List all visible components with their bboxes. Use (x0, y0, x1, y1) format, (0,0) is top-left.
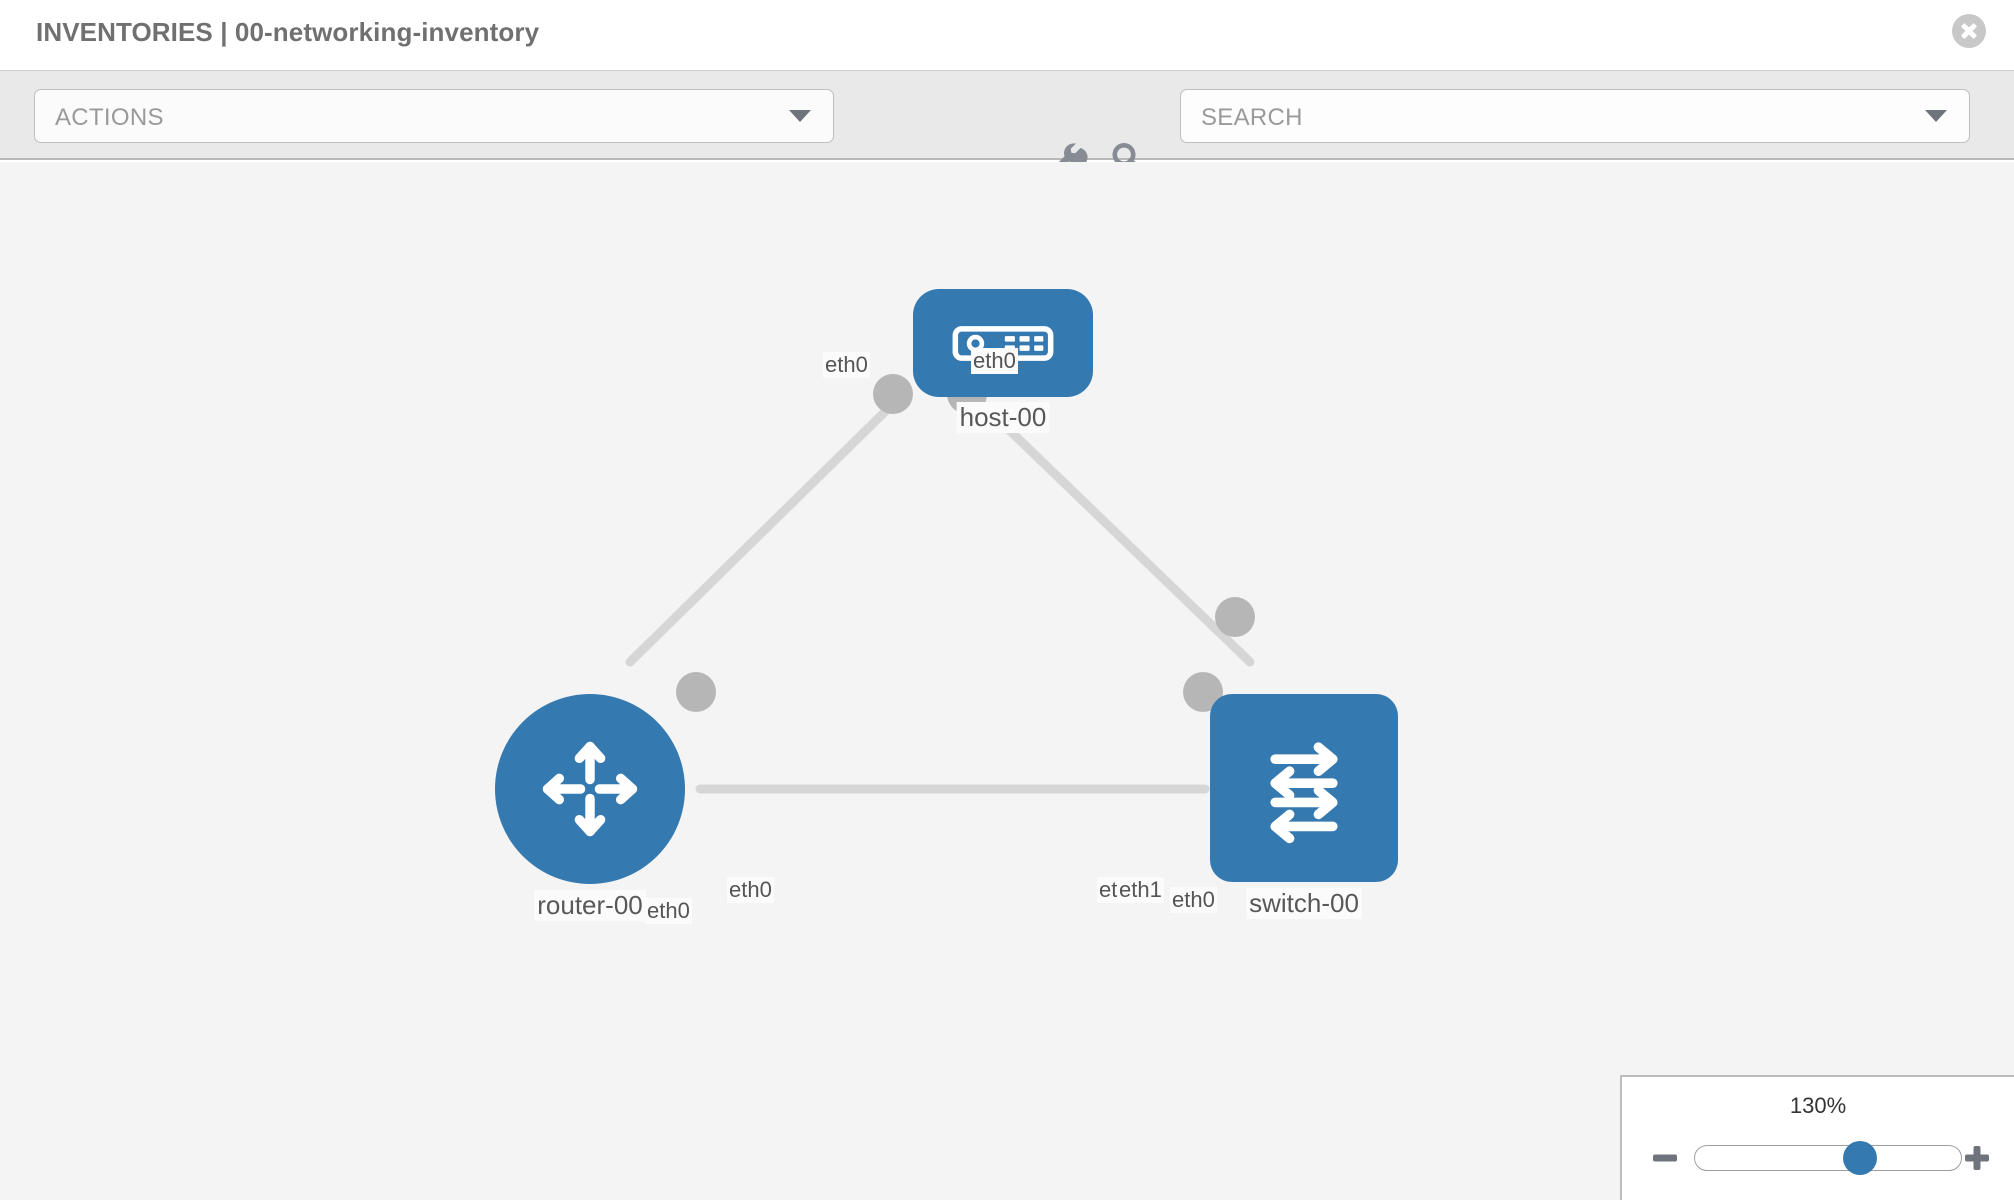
topology-canvas[interactable]: host-00 router-00 (0, 162, 2014, 1200)
topology-node-host-00[interactable]: host-00 (913, 289, 1093, 433)
port-switch-top[interactable] (1215, 597, 1255, 637)
zoom-out-button[interactable] (1650, 1143, 1680, 1173)
toolbar: ACTIONS SEARCH (0, 70, 2014, 176)
topology-node-label-router-00: router-00 (534, 890, 646, 921)
zoom-slider[interactable] (1694, 1141, 1962, 1175)
link-host-router (625, 392, 905, 667)
search-input[interactable]: SEARCH (1180, 89, 1970, 143)
link-label-switch-mid: eth1 (1117, 877, 1164, 903)
search-input-placeholder: SEARCH (1201, 104, 1303, 131)
topology-node-label-host-00: host-00 (956, 402, 1050, 433)
plus-icon (1973, 1146, 1981, 1170)
link-label-host-left: eth0 (823, 352, 870, 378)
switch-arrows-icon (1210, 694, 1398, 882)
topology-node-router-00[interactable]: router-00 (495, 694, 685, 921)
router-arrows-icon (495, 694, 685, 884)
zoom-in-button[interactable] (1962, 1143, 1992, 1173)
actions-dropdown-label: ACTIONS (55, 104, 164, 131)
zoom-control-panel: 130% (1620, 1075, 2014, 1200)
zoom-level-value: 130% (1789, 1093, 1847, 1118)
link-label-router-diagonal: eth0 (645, 898, 692, 924)
port-router-right[interactable] (676, 672, 716, 712)
topology-node-switch-00[interactable]: switch-00 (1210, 694, 1398, 919)
port-host-left[interactable] (873, 374, 913, 414)
topology-node-label-switch-00: switch-00 (1246, 888, 1362, 919)
zoom-slider-handle[interactable] (1842, 1141, 1877, 1175)
chevron-down-icon (789, 110, 811, 122)
close-icon[interactable] (1952, 14, 1986, 48)
link-host-switch (970, 392, 1255, 667)
server-icon (913, 289, 1093, 397)
link-label-switch-diagonal: eth0 (1170, 887, 1217, 913)
link-label-router-mid: eth0 (727, 877, 774, 903)
page-header: INVENTORIES | 00-networking-inventory (0, 0, 2014, 70)
topology-links (625, 392, 1255, 794)
actions-dropdown[interactable]: ACTIONS (34, 89, 834, 143)
page-title: INVENTORIES | 00-networking-inventory (36, 17, 540, 47)
chevron-down-icon (1925, 110, 1947, 122)
link-label-host-right: eth0 (971, 348, 1018, 374)
minus-icon (1653, 1154, 1677, 1162)
